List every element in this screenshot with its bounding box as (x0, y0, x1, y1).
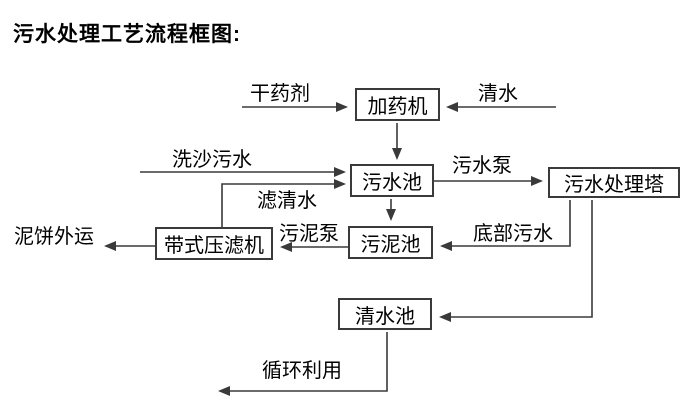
flow-label-sewage-pump: 污水泵 (452, 155, 512, 177)
node-treatment-tower: 污水处理塔 (548, 167, 680, 198)
node-sewage-pool-label: 污水池 (362, 172, 422, 194)
node-treatment-tower-label: 污水处理塔 (564, 174, 664, 196)
node-belt-filter-press: 带式压滤机 (155, 227, 273, 260)
node-belt-filter-press-label: 带式压滤机 (164, 235, 264, 257)
node-dosing-machine-label: 加药机 (367, 96, 428, 118)
node-sewage-pool: 污水池 (350, 164, 434, 197)
node-clear-water-pool-label: 清水池 (355, 305, 415, 328)
node-sludge-pool: 污泥池 (348, 226, 433, 259)
arrow-tower-to-clear-water-pool (439, 200, 593, 322)
arrow-filtered-water-to-sewage-pool (221, 179, 346, 227)
arrow-clear-water-pool-to-recycle (218, 332, 388, 396)
flow-label-dry-chemical: 干药剂 (250, 83, 310, 105)
flow-label-recycle-use: 循环利用 (262, 360, 342, 382)
arrow-tower-bottom-sewage-to-sludge-pool (440, 200, 571, 251)
flow-label-filtered-water: 滤清水 (257, 190, 317, 212)
flow-label-bottom-sewage: 底部污水 (473, 223, 553, 245)
node-sludge-pool-label: 污泥池 (360, 234, 421, 256)
flow-label-sludge-pump: 污泥泵 (279, 223, 339, 245)
flow-label-clear-water: 清水 (478, 83, 518, 105)
node-clear-water-pool: 清水池 (338, 298, 432, 330)
diagram-title: 污水处理工艺流程框图: (13, 23, 241, 46)
flow-label-mud-cake-out: 泥饼外运 (14, 226, 94, 248)
node-dosing-machine: 加药机 (355, 88, 440, 121)
flow-label-sand-washing-sewage: 洗沙污水 (172, 149, 252, 171)
